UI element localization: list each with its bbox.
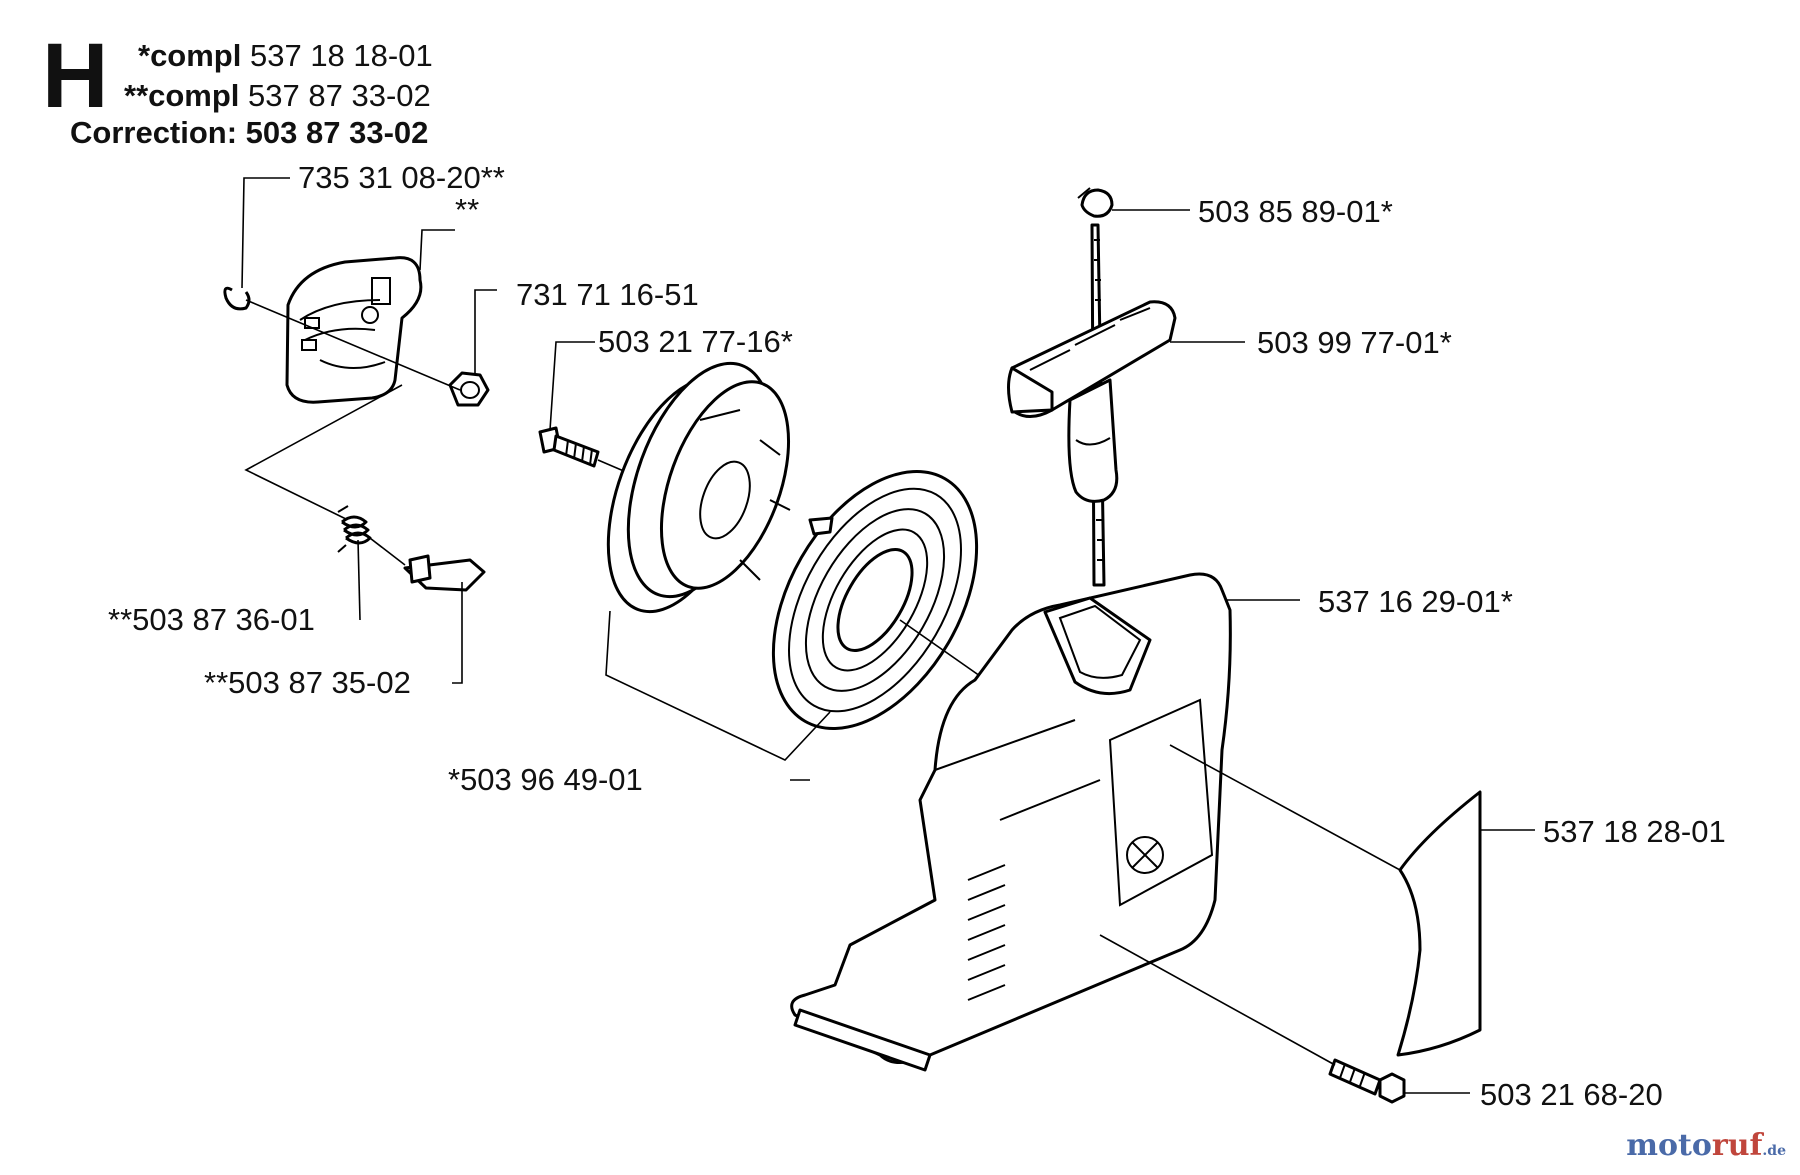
circlip-drawing[interactable] bbox=[223, 286, 251, 311]
compl-2-prefix: **compl bbox=[124, 78, 240, 113]
compl-line-1: *compl 537 18 18-01 bbox=[138, 40, 433, 71]
compl-1-number: 537 18 18-01 bbox=[249, 38, 433, 73]
pulley-drawing[interactable] bbox=[580, 344, 814, 631]
watermark-part-3: .de bbox=[1762, 1143, 1786, 1159]
pawl-drawing[interactable] bbox=[403, 554, 486, 592]
watermark-part-1: moto bbox=[1626, 1128, 1712, 1163]
part-label-503-87-36-01: **503 87 36-01 bbox=[108, 602, 315, 637]
spring-drawing[interactable] bbox=[337, 505, 372, 553]
starter-cover-drawing[interactable] bbox=[790, 572, 1232, 1072]
recoil-spring-drawing[interactable] bbox=[731, 436, 1018, 763]
part-label-503-99-77-01: 503 99 77-01* bbox=[1257, 325, 1452, 360]
part-label-503-85-89-01: 503 85 89-01* bbox=[1198, 194, 1393, 229]
part-label-double-asterisk: ** bbox=[455, 192, 479, 227]
section-letter: H bbox=[42, 25, 109, 127]
watermark-part-2: ruf bbox=[1711, 1128, 1763, 1163]
decal-drawing[interactable] bbox=[1396, 790, 1482, 1057]
hex-nut-drawing[interactable] bbox=[448, 371, 490, 407]
screw-drawing[interactable] bbox=[538, 426, 600, 468]
cover-screw-drawing[interactable] bbox=[1328, 1058, 1406, 1104]
part-label-537-18-28-01: 537 18 28-01 bbox=[1543, 814, 1726, 849]
part-label-503-21-77-16: 503 21 77-16* bbox=[598, 324, 793, 359]
correction-line: Correction: 503 87 33-02 bbox=[70, 115, 429, 150]
watermark-logo: motoruf.de bbox=[1626, 1128, 1786, 1163]
part-label-537-16-29-01: 537 16 29-01* bbox=[1318, 584, 1513, 619]
compl-2-number: 537 87 33-02 bbox=[248, 78, 431, 113]
compl-1-prefix: *compl bbox=[138, 38, 242, 73]
part-label-503-96-49-01: *503 96 49-01 bbox=[448, 762, 643, 797]
part-label-735-31-08-20: 735 31 08-20** bbox=[298, 160, 505, 195]
part-label-503-87-35-02: **503 87 35-02 bbox=[204, 665, 411, 700]
compl-line-2: **compl 537 87 33-02 bbox=[124, 80, 431, 111]
starter-handle-drawing[interactable] bbox=[1007, 300, 1177, 503]
part-label-503-21-68-20: 503 21 68-20 bbox=[1480, 1077, 1663, 1112]
rope-clip-drawing[interactable] bbox=[1077, 187, 1114, 218]
pawl-cover-drawing[interactable] bbox=[285, 256, 423, 404]
part-label-731-71-16-51: 731 71 16-51 bbox=[516, 277, 699, 312]
